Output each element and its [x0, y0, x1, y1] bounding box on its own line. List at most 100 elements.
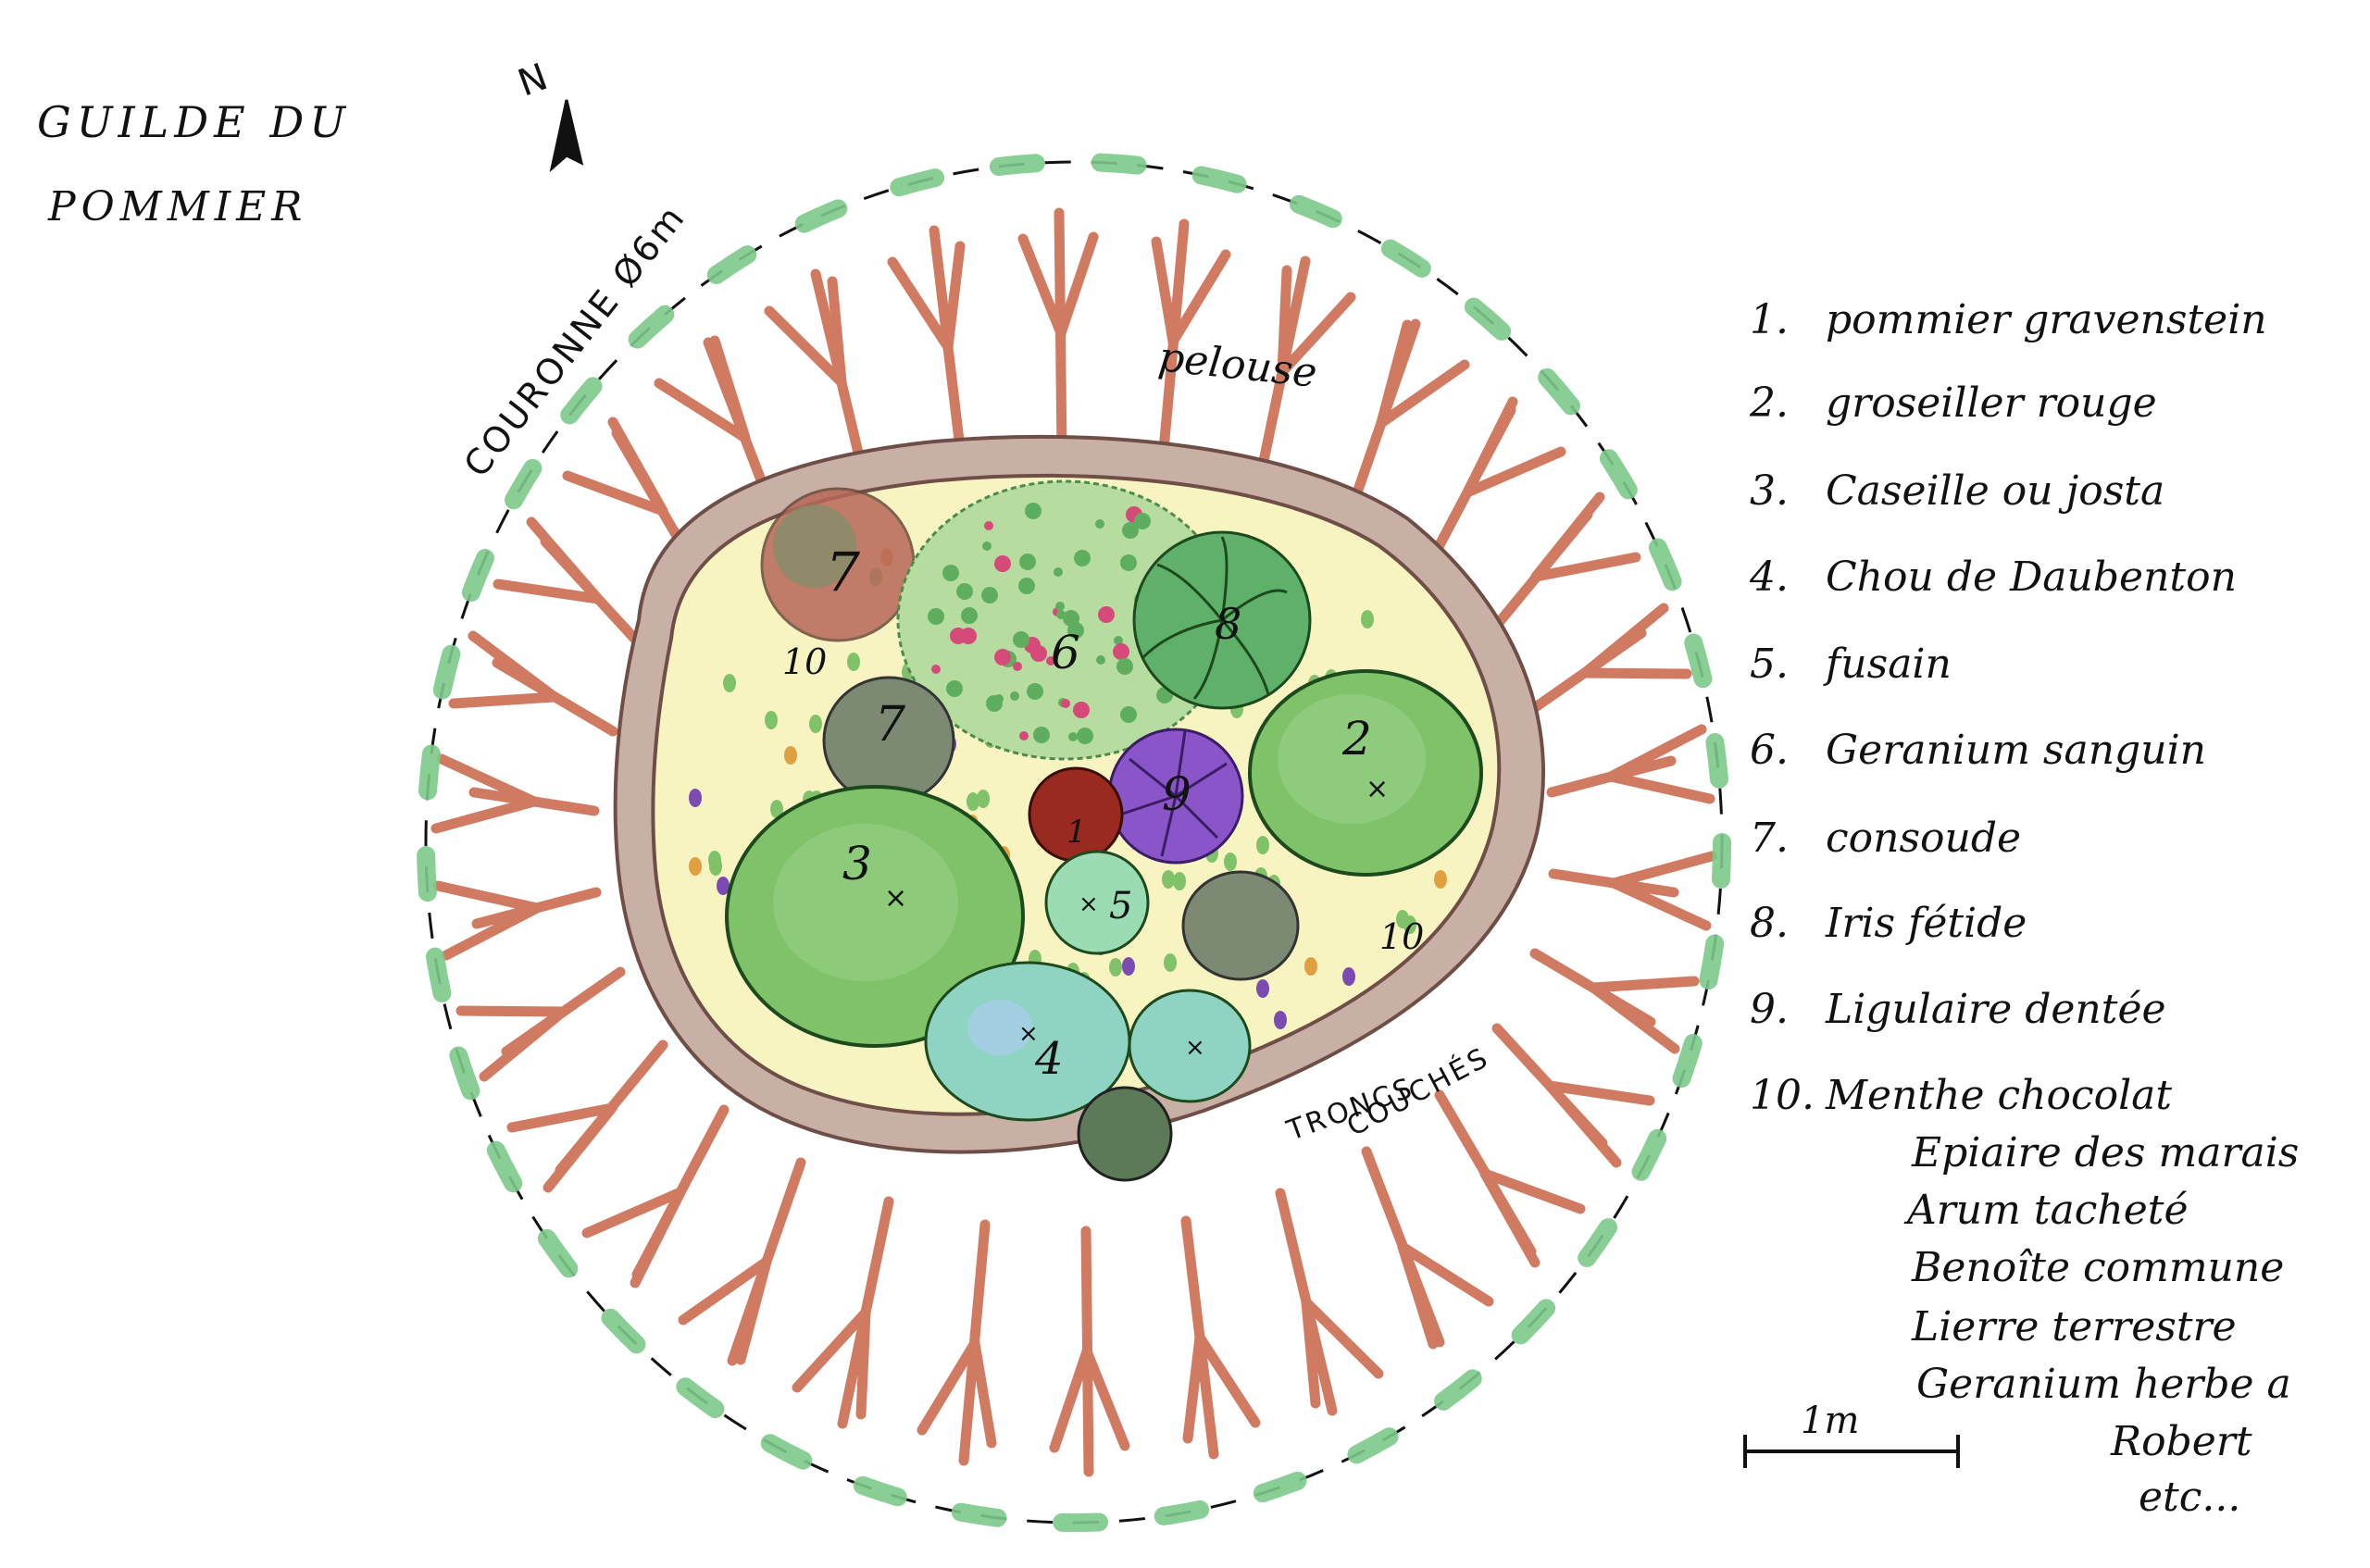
geranium-dot [950, 628, 967, 644]
geranium-dot [986, 695, 1003, 712]
legend-extra: Lierre terrestre [1912, 1303, 2237, 1350]
svg-text:×: × [1018, 1020, 1039, 1048]
title-line-1: GUILDE DU [37, 97, 351, 147]
plant-7-s [1077, 1086, 1173, 1182]
legend-item: 7. consoude [1750, 815, 2021, 862]
geranium-dot [1055, 602, 1065, 611]
legend-num: 5. [1750, 641, 1789, 688]
groundcover-dot [708, 851, 721, 869]
geranium-dot [1027, 683, 1043, 700]
root-branch [1376, 319, 1413, 429]
geranium-dot [1116, 658, 1133, 675]
groundcover-dot [1173, 872, 1186, 890]
root-branch [764, 305, 847, 388]
root-branch [630, 1187, 686, 1288]
groundcover-dot [689, 789, 702, 807]
geranium-dot [1096, 655, 1105, 665]
groundcover-dot [1304, 957, 1317, 976]
legend-extra: Epiaire des marais [1912, 1129, 2300, 1176]
groundcover-dot [770, 800, 783, 818]
root-branch [436, 753, 540, 807]
legend-text: Chou de Daubenton [1826, 554, 2237, 601]
scale-bar [1743, 1435, 1960, 1468]
legend-num: 4. [1750, 554, 1789, 601]
root-branch [1544, 1080, 1622, 1168]
geranium-dot [1120, 706, 1137, 723]
root-branch [1608, 877, 1712, 931]
legend-text: consoude [1826, 815, 2022, 862]
legend-text: Geranium sanguin [1826, 727, 2206, 774]
legend-num: 3. [1750, 467, 1789, 515]
legend-text: Menthe chocolat [1826, 1072, 2173, 1119]
groundcover-dot [723, 674, 736, 692]
root-branch [493, 579, 604, 604]
root-branch [581, 1187, 686, 1238]
root-branch [479, 1006, 568, 1082]
root-branch [1167, 249, 1231, 347]
root-branch [562, 470, 668, 516]
geranium-dot [956, 583, 973, 600]
geranium-dot [981, 587, 998, 604]
geranium-dot [1122, 522, 1139, 539]
marker-7-w: 7 [875, 697, 906, 753]
geranium-dot [1061, 699, 1070, 708]
geranium-dot [1077, 728, 1093, 744]
geranium-dot [928, 608, 944, 625]
marker-5: 5 [1109, 885, 1132, 927]
root-branch [827, 276, 847, 388]
groundcover-dot [689, 857, 702, 876]
root-branch [887, 256, 954, 353]
geranium-dot [1018, 578, 1035, 594]
geranium-dot [1114, 636, 1123, 645]
root-branch [1397, 1241, 1494, 1307]
geranium-dot [1030, 645, 1047, 662]
marker-8: 8 [1215, 599, 1241, 649]
legend-num: 7. [1750, 815, 1789, 862]
geranium-dot [1074, 550, 1091, 566]
geranium-dot [1056, 610, 1066, 619]
legend-item: 9.Ligulaire dentée [1750, 986, 2166, 1033]
lawn-label: pelouse [1156, 333, 1319, 397]
root-branch [1017, 233, 1066, 339]
geranium-dot [1098, 606, 1115, 623]
legend-text: fusain [1826, 641, 1952, 688]
plant-2: 2 × [1248, 669, 1483, 877]
crown-label: COURONNE Ø6m [455, 196, 693, 484]
groundcover-dot [1361, 610, 1374, 628]
root-branch [1194, 1332, 1261, 1428]
groundcover-dot [784, 746, 797, 765]
geranium-dot [1120, 554, 1137, 571]
plant-3: 3 × [725, 785, 1025, 1048]
root-branch [855, 1307, 871, 1420]
plant-9: 9 [1107, 728, 1244, 865]
root-branch [1462, 446, 1566, 498]
legend-item: 5. fusain [1750, 641, 1952, 688]
legend-num: 8. [1750, 900, 1789, 947]
marker-3: 3 [842, 837, 872, 890]
legend-text: groseiller rouge [1826, 380, 2157, 427]
plant-7-e [1181, 870, 1300, 981]
root-branch [506, 1102, 617, 1133]
root-branch [1608, 851, 1717, 889]
legend-text: Caseille ou josta [1826, 467, 2165, 515]
geranium-dot [982, 541, 992, 551]
groundcover-dot [1162, 870, 1175, 889]
groundcover-dot [847, 653, 860, 671]
geranium-dot [1010, 691, 1019, 701]
marker-4: 4 [1034, 1033, 1064, 1085]
root-branch [1479, 1168, 1586, 1214]
legend-num: 9. [1750, 986, 1789, 1033]
legend-item: 3. Caseille ou josta [1750, 467, 2164, 515]
groundcover-dot [717, 877, 730, 895]
title-line-2: POMMIER [47, 183, 307, 230]
groundcover-dot [1256, 836, 1269, 854]
legend-extra: etc... [2139, 1474, 2241, 1521]
legend-num: 1. [1750, 296, 1789, 343]
geranium-dot [931, 665, 941, 674]
root-branch [1530, 552, 1641, 582]
root-branch [1605, 771, 1715, 804]
root-branch [1605, 724, 1707, 782]
north-label: N [513, 56, 554, 105]
legend-extra: Geranium herbe a [1916, 1361, 2291, 1408]
root-branch [1277, 292, 1356, 378]
